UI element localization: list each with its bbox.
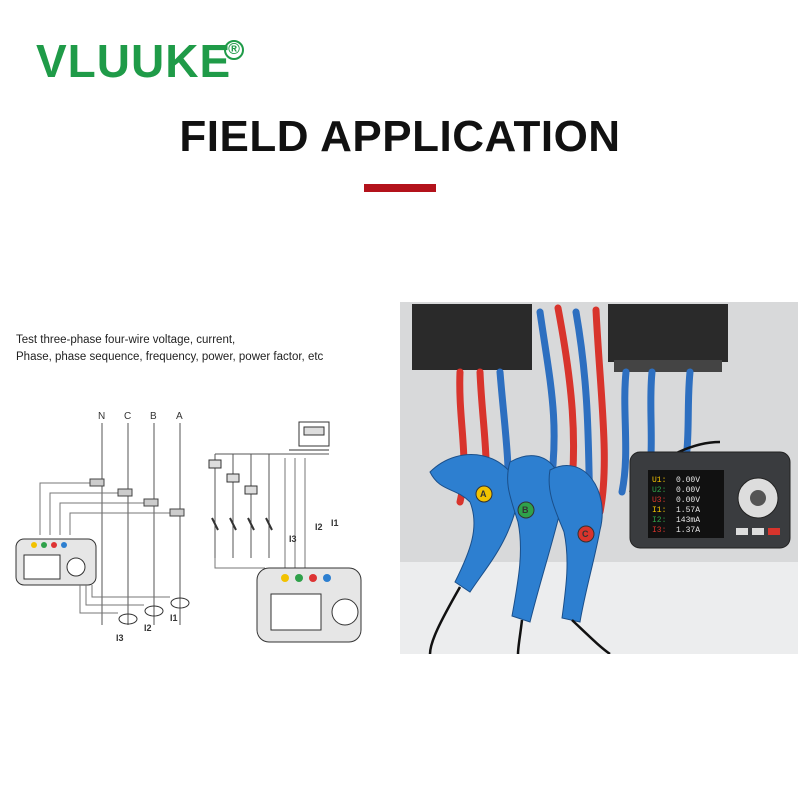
screen-row-3-name: U3:	[652, 496, 666, 505]
screen-row-2-value: 0.00V	[676, 486, 700, 495]
brand-logo: VLUUKE	[36, 35, 232, 87]
screen-row-5-name: I2:	[652, 516, 666, 525]
screen-row-2-name: U2:	[652, 486, 666, 495]
description-line-1: Test three-phase four-wire voltage, curr…	[16, 334, 236, 346]
phase-label-c: C	[124, 411, 131, 422]
description-line-2: Phase, phase sequence, frequency, power,…	[16, 351, 324, 363]
phase-label-b: B	[150, 411, 157, 422]
registered-mark: ®	[224, 40, 244, 60]
right-clamp-label-i1: I1	[331, 518, 339, 528]
right-clamp-label-i2: I2	[315, 522, 323, 532]
photo-clamp-label-a: A	[480, 489, 487, 499]
screen-row-6-value: 1.37A	[676, 526, 700, 535]
field-photo: A B C U1: 0.00V U2: 0.00V U3: 0.00V I1: …	[400, 302, 798, 654]
application-description: Test three-phase four-wire voltage, curr…	[16, 332, 386, 366]
screen-row-1-value: 0.00V	[676, 476, 700, 485]
screen-row-1-name: U1:	[652, 476, 666, 485]
photo-clamp-label-c: C	[582, 529, 589, 539]
photo-clamp-label-b: B	[522, 505, 529, 515]
screen-row-3-value: 0.00V	[676, 496, 700, 505]
screen-row-4-name: I1:	[652, 506, 666, 515]
phase-label-a: A	[176, 411, 183, 422]
screen-row-6-name: I3:	[652, 526, 666, 535]
clamp-label-i1: I1	[170, 613, 178, 623]
wiring-diagram-left: N C B A I3 I2 I1	[15, 411, 190, 643]
page-title: FIELD APPLICATION	[179, 112, 621, 161]
clamp-label-i3: I3	[116, 633, 124, 643]
phase-label-n: N	[98, 411, 105, 422]
wiring-diagram-right: I3 I2 I1	[208, 421, 362, 643]
screen-row-4-value: 1.57A	[676, 506, 700, 515]
screen-row-5-value: 143mA	[676, 516, 700, 525]
clamp-label-i2: I2	[144, 623, 152, 633]
title-underline	[364, 184, 436, 192]
right-clamp-label-i3: I3	[289, 534, 297, 544]
